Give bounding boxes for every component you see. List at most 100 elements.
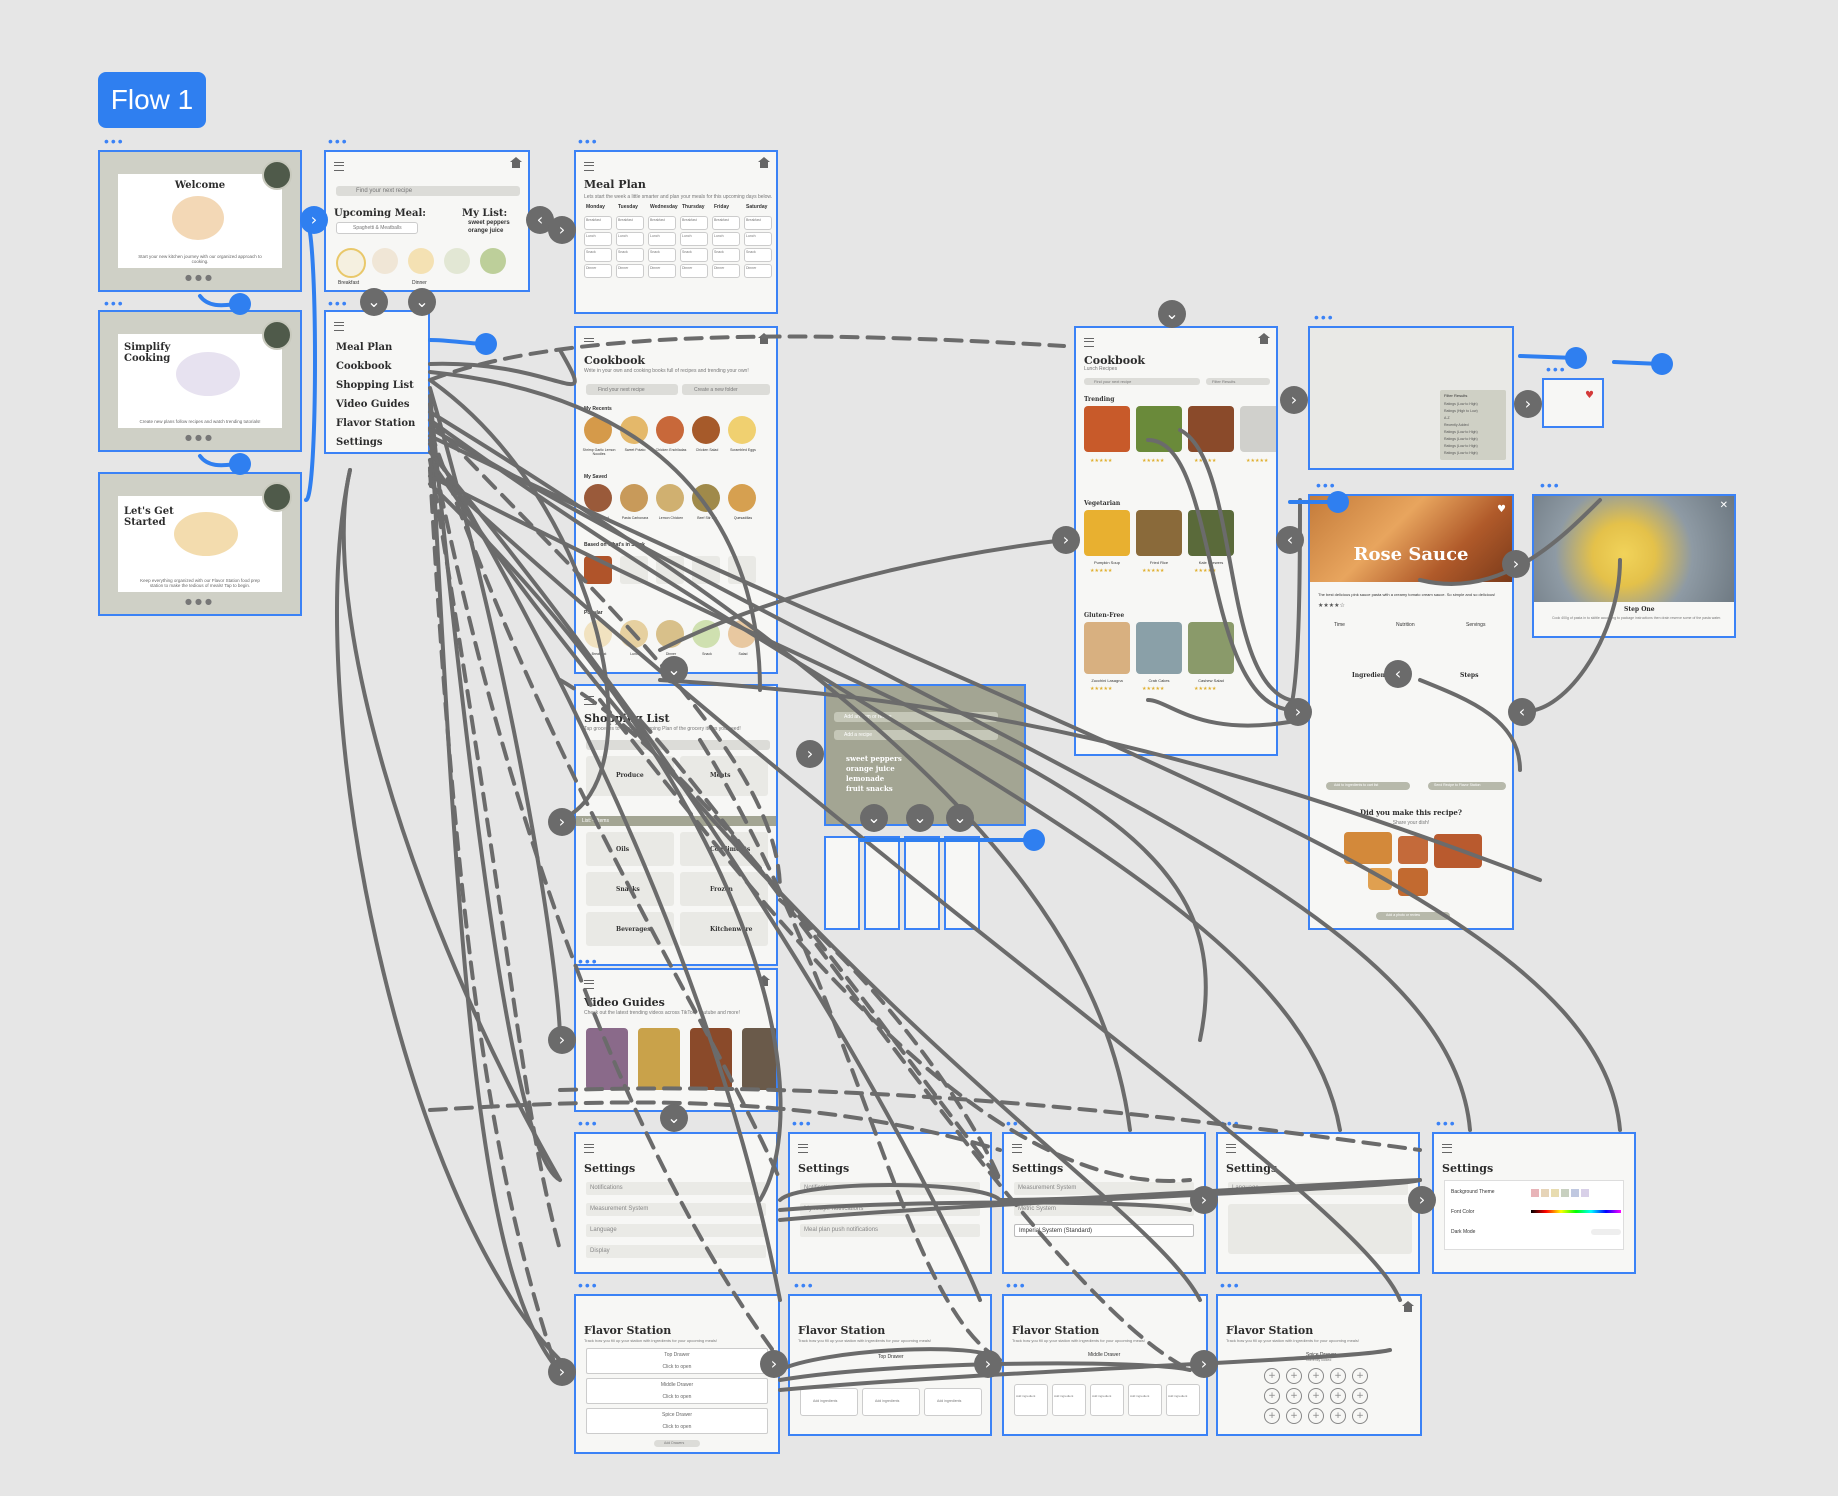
recipe-thumbnail[interactable]: [584, 620, 612, 648]
chevron-right-icon[interactable]: ›: [1514, 390, 1542, 418]
add-item-input[interactable]: Add an item or recipe: [834, 712, 998, 722]
filter-option[interactable]: Ratings (Low to High): [1444, 437, 1478, 441]
meal-slot[interactable]: [712, 232, 740, 246]
search-input[interactable]: Find your next recipe: [586, 384, 678, 395]
menu-icon[interactable]: [1442, 1144, 1452, 1153]
breakfast-food-icon[interactable]: [336, 248, 366, 278]
checklist-state-frame[interactable]: [904, 836, 940, 930]
menu-icon[interactable]: [1226, 1144, 1236, 1153]
chevron-down-icon[interactable]: ⌄: [1158, 300, 1186, 328]
menu-icon[interactable]: [798, 1144, 808, 1153]
ingredient-slot[interactable]: Add ingredients: [800, 1388, 858, 1416]
flavor-station-top-frame[interactable]: Flavor Station Track how you fill up you…: [788, 1294, 992, 1436]
recipe-thumbnail[interactable]: [656, 484, 684, 512]
recipe-thumbnail[interactable]: [620, 620, 648, 648]
category-produce[interactable]: Produce: [586, 756, 674, 796]
favorite-state-frame[interactable]: ♥: [1542, 378, 1604, 428]
ingredient-slot[interactable]: [1090, 1384, 1124, 1416]
recipe-thumbnail[interactable]: [1136, 622, 1182, 674]
meal-slot[interactable]: [680, 216, 708, 230]
filter-option[interactable]: Ratings (Low to High): [1444, 430, 1478, 434]
chevron-right-icon[interactable]: ›: [548, 808, 576, 836]
settings-option[interactable]: Language: [586, 1224, 766, 1237]
snack-food-icon[interactable]: [444, 248, 470, 274]
add-spice-icon[interactable]: +: [1330, 1368, 1346, 1384]
menu-item-shopping-list[interactable]: Shopping List: [336, 380, 414, 391]
settings-option[interactable]: Imperial System (Standard): [1014, 1224, 1194, 1237]
meal-slot[interactable]: [744, 232, 772, 246]
send-to-station-button[interactable]: Send Recipe to Flavor Station: [1428, 782, 1506, 790]
ingredient-slot[interactable]: Add ingredients: [924, 1388, 982, 1416]
chevron-down-icon[interactable]: ⌄: [408, 288, 436, 316]
add-spice-icon[interactable]: +: [1330, 1388, 1346, 1404]
recipe-thumbnail[interactable]: [1188, 406, 1234, 452]
chevron-left-icon[interactable]: ‹: [1508, 698, 1536, 726]
chevron-down-icon[interactable]: ⌄: [660, 1104, 688, 1132]
frame-options-icon[interactable]: •••: [328, 295, 349, 311]
ingredient-slot[interactable]: [1128, 1384, 1162, 1416]
menu-icon[interactable]: [584, 980, 594, 989]
my-list-item[interactable]: sweet peppers: [468, 220, 510, 226]
add-spice-icon[interactable]: +: [1264, 1388, 1280, 1404]
ingredient-slot[interactable]: Add ingredients: [862, 1388, 920, 1416]
recipe-thumbnail[interactable]: [728, 484, 756, 512]
frame-options-icon[interactable]: •••: [104, 133, 125, 149]
menu-icon[interactable]: [334, 162, 344, 171]
meal-slot[interactable]: [616, 248, 644, 262]
filter-dropdown[interactable]: Filter Results: [1206, 378, 1270, 385]
meal-slot[interactable]: [648, 232, 676, 246]
recipe-thumbnail[interactable]: [1084, 510, 1130, 556]
add-spice-icon[interactable]: +: [1352, 1408, 1368, 1424]
filter-option[interactable]: Ratings (Low to High): [1444, 451, 1478, 455]
user-photo[interactable]: [1344, 832, 1392, 864]
chevron-right-icon[interactable]: ›: [548, 1358, 576, 1386]
recipe-thumbnail[interactable]: [1136, 406, 1182, 452]
color-swatch[interactable]: [1541, 1189, 1549, 1197]
filter-option[interactable]: Ratings (Low to High): [1444, 444, 1478, 448]
dinner-food-icon[interactable]: [408, 248, 434, 274]
frame-options-icon[interactable]: •••: [578, 1115, 599, 1131]
menu-item-flavor-station[interactable]: Flavor Station: [336, 418, 416, 429]
add-spice-icon[interactable]: +: [1352, 1368, 1368, 1384]
chevron-down-icon[interactable]: ⌄: [360, 288, 388, 316]
settings-option[interactable]: My recipe notifications: [800, 1203, 980, 1216]
filter-option[interactable]: Ratings (Low to High): [1444, 402, 1478, 406]
add-spice-icon[interactable]: +: [1330, 1408, 1346, 1424]
filter-option[interactable]: Recently Added: [1444, 423, 1469, 427]
frame-options-icon[interactable]: •••: [794, 1277, 815, 1293]
font-color-slider[interactable]: [1531, 1210, 1621, 1213]
list-item[interactable]: orange juice: [846, 764, 895, 773]
chevron-right-icon[interactable]: ›: [1280, 386, 1308, 414]
meal-slot[interactable]: [616, 264, 644, 278]
frame-options-icon[interactable]: •••: [328, 133, 349, 149]
chevron-right-icon[interactable]: ›: [300, 206, 328, 234]
menu-icon[interactable]: [1084, 338, 1094, 347]
home-icon[interactable]: [510, 157, 522, 168]
recipe-tab[interactable]: Servings: [1466, 622, 1486, 628]
add-spice-icon[interactable]: +: [1286, 1408, 1302, 1424]
meal-slot[interactable]: [712, 216, 740, 230]
shopping-list-frame[interactable]: Shopping List Tap groceries to create a …: [574, 684, 778, 966]
frame-options-icon[interactable]: •••: [1314, 309, 1335, 325]
add-drawers-button[interactable]: Add Drawers: [654, 1440, 700, 1447]
lunch-food-icon[interactable]: [372, 248, 398, 274]
frame-options-icon[interactable]: •••: [1540, 477, 1561, 493]
menu-icon[interactable]: [584, 1144, 594, 1153]
recipe-thumbnail[interactable]: [1084, 406, 1130, 452]
recipe-thumbnail[interactable]: [584, 416, 612, 444]
meal-slot[interactable]: [648, 264, 676, 278]
chevron-left-icon[interactable]: ‹: [1276, 526, 1304, 554]
settings-option[interactable]: Notifications: [800, 1182, 980, 1195]
recipe-thumbnail[interactable]: [1136, 510, 1182, 556]
frame-options-icon[interactable]: •••: [578, 133, 599, 149]
meal-slot[interactable]: [584, 232, 612, 246]
frame-options-icon[interactable]: •••: [1006, 1115, 1027, 1131]
chevron-right-icon[interactable]: ›: [760, 1350, 788, 1378]
menu-item-video-guides[interactable]: Video Guides: [336, 399, 410, 410]
video-thumbnail[interactable]: [690, 1028, 732, 1090]
ingredient-slot[interactable]: [1014, 1384, 1048, 1416]
